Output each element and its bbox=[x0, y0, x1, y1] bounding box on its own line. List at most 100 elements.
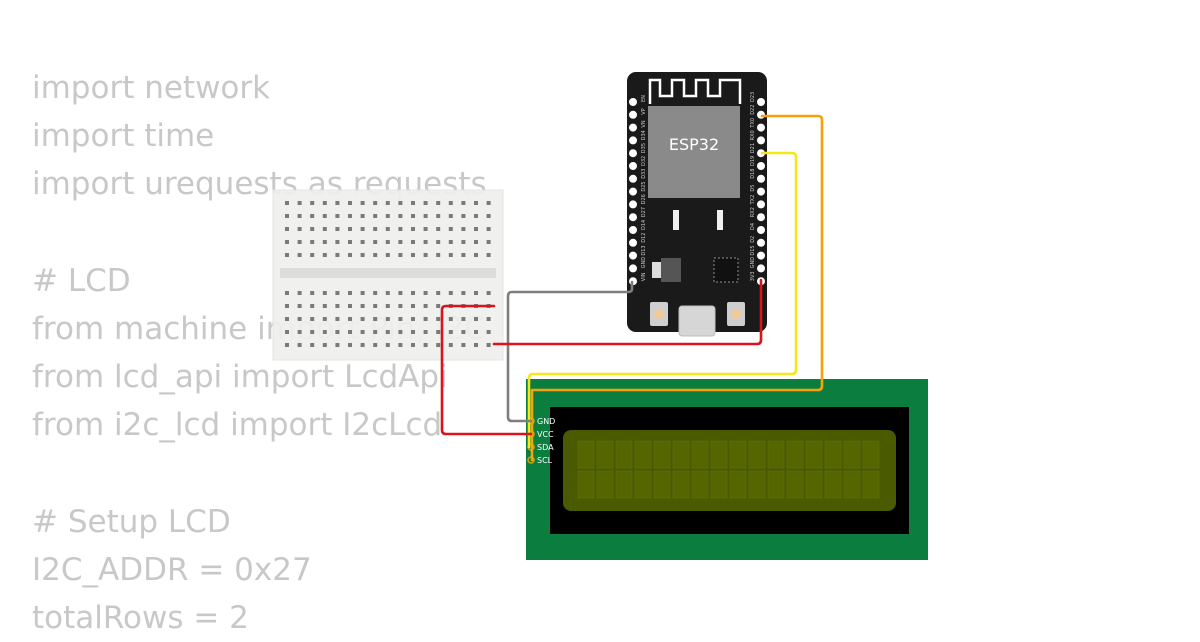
breadboard-hole[interactable] bbox=[335, 214, 340, 218]
breadboard-hole[interactable] bbox=[398, 253, 403, 257]
breadboard-hole[interactable] bbox=[385, 227, 390, 231]
esp32-pin-icon[interactable] bbox=[629, 136, 637, 145]
breadboard-hole[interactable] bbox=[297, 304, 302, 308]
breadboard-hole[interactable] bbox=[423, 330, 428, 334]
breadboard-hole[interactable] bbox=[385, 343, 390, 347]
breadboard-hole[interactable] bbox=[297, 253, 302, 257]
breadboard-hole[interactable] bbox=[474, 227, 478, 231]
breadboard-hole[interactable] bbox=[448, 201, 453, 205]
breadboard-hole[interactable] bbox=[373, 253, 378, 257]
breadboard-hole[interactable] bbox=[486, 330, 491, 334]
breadboard-hole[interactable] bbox=[436, 343, 441, 347]
breadboard-hole[interactable] bbox=[423, 214, 428, 218]
breadboard-hole[interactable] bbox=[285, 317, 289, 321]
breadboard-hole[interactable] bbox=[398, 330, 403, 334]
breadboard-hole[interactable] bbox=[436, 253, 441, 257]
breadboard-hole[interactable] bbox=[461, 201, 466, 205]
esp32-pin-icon[interactable] bbox=[757, 226, 765, 234]
breadboard-hole[interactable] bbox=[385, 317, 390, 321]
breadboard-hole[interactable] bbox=[348, 330, 352, 334]
breadboard-hole[interactable] bbox=[461, 343, 466, 347]
esp32-pin-icon[interactable] bbox=[629, 162, 637, 170]
breadboard-hole[interactable] bbox=[398, 227, 403, 231]
esp32-pin-icon[interactable] bbox=[757, 174, 765, 183]
wire-3v3-red[interactable] bbox=[492, 278, 763, 346]
breadboard-hole[interactable] bbox=[474, 253, 478, 257]
breadboard-hole[interactable] bbox=[322, 304, 327, 308]
breadboard-hole[interactable] bbox=[310, 201, 315, 205]
breadboard-hole[interactable] bbox=[322, 343, 327, 347]
esp32-pin-icon[interactable] bbox=[629, 251, 637, 260]
esp32-pin-icon[interactable] bbox=[629, 110, 637, 119]
breadboard-hole[interactable] bbox=[360, 291, 365, 295]
breadboard-hole[interactable] bbox=[335, 291, 340, 295]
breadboard-hole[interactable] bbox=[474, 317, 478, 321]
breadboard-hole[interactable] bbox=[448, 214, 453, 218]
breadboard-hole[interactable] bbox=[360, 343, 365, 347]
breadboard-hole[interactable] bbox=[486, 317, 491, 321]
breadboard-hole[interactable] bbox=[448, 253, 453, 257]
breadboard-hole[interactable] bbox=[348, 304, 352, 308]
breadboard-hole[interactable] bbox=[285, 214, 289, 218]
lcd-1602-module[interactable]: GND VCC SDA SCL bbox=[526, 379, 928, 560]
breadboard-hole[interactable] bbox=[486, 240, 491, 244]
esp32-pin-icon[interactable] bbox=[757, 213, 765, 222]
breadboard-hole[interactable] bbox=[385, 240, 390, 244]
breadboard-hole[interactable] bbox=[285, 201, 289, 205]
breadboard-hole[interactable] bbox=[411, 317, 415, 321]
esp32-pin-icon[interactable] bbox=[629, 123, 637, 132]
breadboard-hole[interactable] bbox=[373, 317, 378, 321]
esp32-pin-icon[interactable] bbox=[629, 149, 637, 158]
wire-gnd-gray[interactable] bbox=[506, 280, 634, 423]
breadboard-hole[interactable] bbox=[360, 330, 365, 334]
esp32-pin-icon[interactable] bbox=[629, 174, 637, 183]
breadboard-hole[interactable] bbox=[474, 214, 478, 218]
breadboard-hole[interactable] bbox=[348, 343, 352, 347]
breadboard-hole[interactable] bbox=[423, 201, 428, 205]
breadboard-hole[interactable] bbox=[411, 240, 415, 244]
breadboard-hole[interactable] bbox=[411, 253, 415, 257]
esp32-pin-icon[interactable] bbox=[757, 187, 765, 196]
breadboard-hole[interactable] bbox=[448, 317, 453, 321]
breadboard-hole[interactable] bbox=[310, 343, 315, 347]
breadboard-hole[interactable] bbox=[322, 240, 327, 244]
breadboard-hole[interactable] bbox=[335, 343, 340, 347]
breadboard-hole[interactable] bbox=[448, 291, 453, 295]
breadboard-hole[interactable] bbox=[322, 201, 327, 205]
breadboard-hole[interactable] bbox=[411, 343, 415, 347]
breadboard-hole[interactable] bbox=[448, 330, 453, 334]
breadboard-hole[interactable] bbox=[373, 201, 378, 205]
esp32-board[interactable]: ESP32 ENVPVND34D35D32D33D25D26D27D14D12D… bbox=[627, 72, 767, 337]
breadboard-hole[interactable] bbox=[360, 253, 365, 257]
breadboard-hole[interactable] bbox=[310, 330, 315, 334]
breadboard-hole[interactable] bbox=[486, 343, 491, 347]
breadboard-hole[interactable] bbox=[474, 240, 478, 244]
breadboard-hole[interactable] bbox=[297, 291, 302, 295]
breadboard-hole[interactable] bbox=[373, 343, 378, 347]
breadboard-hole[interactable] bbox=[398, 214, 403, 218]
breadboard-hole[interactable] bbox=[474, 291, 478, 295]
esp32-pin-icon[interactable] bbox=[757, 238, 765, 247]
breadboard-hole[interactable] bbox=[322, 253, 327, 257]
breadboard-hole[interactable] bbox=[335, 317, 340, 321]
breadboard-hole[interactable] bbox=[285, 227, 289, 231]
breadboard-hole[interactable] bbox=[448, 227, 453, 231]
breadboard-hole[interactable] bbox=[285, 330, 289, 334]
esp32-pin-icon[interactable] bbox=[629, 213, 637, 222]
breadboard-hole[interactable] bbox=[411, 330, 415, 334]
breadboard-hole[interactable] bbox=[423, 240, 428, 244]
breadboard-hole[interactable] bbox=[385, 330, 390, 334]
breadboard-hole[interactable] bbox=[398, 317, 403, 321]
breadboard-hole[interactable] bbox=[486, 253, 491, 257]
breadboard-hole[interactable] bbox=[436, 291, 441, 295]
breadboard-hole[interactable] bbox=[285, 343, 289, 347]
breadboard-hole[interactable] bbox=[335, 240, 340, 244]
breadboard-hole[interactable] bbox=[385, 253, 390, 257]
breadboard-hole[interactable] bbox=[297, 343, 302, 347]
breadboard-hole[interactable] bbox=[423, 227, 428, 231]
breadboard-hole[interactable] bbox=[398, 343, 403, 347]
breadboard-hole[interactable] bbox=[436, 214, 441, 218]
breadboard-hole[interactable] bbox=[385, 201, 390, 205]
breadboard-hole[interactable] bbox=[285, 253, 289, 257]
esp32-pin-icon[interactable] bbox=[629, 264, 637, 273]
